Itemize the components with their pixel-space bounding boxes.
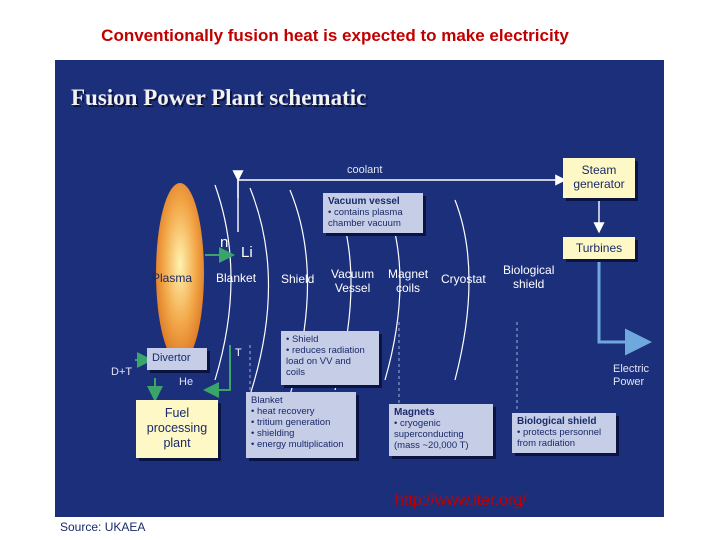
vacuum-vessel-label: Vacuum Vessel bbox=[331, 267, 374, 295]
tritium-label: T bbox=[235, 347, 242, 359]
shield-callout-line: • reduces radiation bbox=[286, 345, 365, 356]
helium-label: He bbox=[179, 376, 194, 388]
plasma-shape bbox=[156, 183, 204, 363]
biological-shield-label-line-2: shield bbox=[513, 277, 545, 291]
shield-callout-line: • Shield bbox=[286, 334, 319, 345]
slide-headline: Conventionally fusion heat is expected t… bbox=[101, 26, 569, 45]
vacuum-vessel-label-line-1: Vacuum bbox=[331, 267, 375, 281]
schematic-title: Fusion Power Plant schematic bbox=[71, 85, 367, 110]
lithium-label: Li bbox=[241, 244, 253, 261]
vacuum-vessel-callout-line: • contains plasma bbox=[328, 207, 403, 218]
vacuum-vessel-callout: Vacuum vessel • contains plasma chamber … bbox=[323, 193, 423, 233]
divertor-box: Divertor bbox=[147, 348, 207, 370]
magnets-callout-title: Magnets bbox=[394, 407, 435, 418]
schematic-drawing bbox=[135, 170, 652, 410]
magnets-callout-line: (mass ~20,000 T) bbox=[394, 440, 469, 451]
coolant-label: coolant bbox=[347, 164, 383, 176]
steam-generator-line-2: generator bbox=[573, 177, 625, 191]
blanket-curve bbox=[214, 184, 232, 381]
fuel-plant-line-1: Fuel bbox=[164, 406, 190, 420]
blanket-callout-line: • heat recovery bbox=[251, 406, 315, 417]
biological-shield-label-line-1: Biological bbox=[503, 263, 555, 277]
steam-generator-box: Steam generator bbox=[563, 158, 635, 198]
steam-generator-line-1: Steam bbox=[581, 163, 617, 177]
shield-callout: • Shield • reduces radiation load on VV … bbox=[281, 331, 379, 385]
vacuum-vessel-callout-line: chamber vacuum bbox=[328, 218, 401, 229]
source-credit: Source: UKAEA bbox=[60, 520, 146, 534]
turbines-box: Turbines bbox=[563, 237, 635, 259]
fuel-plant-line-2: processing bbox=[146, 421, 208, 435]
shield-label: Shield bbox=[281, 272, 315, 286]
biological-shield-callout: Biological shield • protects personnel f… bbox=[512, 413, 616, 453]
shield-callout-line: coils bbox=[286, 367, 306, 378]
tritium-return-line bbox=[203, 345, 231, 398]
plasma-label: Plasma bbox=[152, 271, 193, 285]
biological-shield-label: Biological shield bbox=[503, 263, 554, 291]
electric-power-label: Electric Power bbox=[613, 363, 649, 389]
blanket-callout-line: Blanket bbox=[251, 395, 283, 406]
biological-shield-callout-line: • protects personnel bbox=[517, 427, 602, 438]
electric-power-line bbox=[597, 260, 652, 356]
magnet-coils-label: Magnet coils bbox=[388, 267, 428, 295]
blanket-callout-line: • energy multiplication bbox=[251, 439, 344, 450]
biological-shield-callout-title: Biological shield bbox=[517, 416, 597, 427]
electric-power-label-line-1: Electric bbox=[613, 363, 650, 375]
magnets-callout: Magnets • cryogenic superconducting (mas… bbox=[389, 404, 493, 456]
electric-power-label-line-2: Power bbox=[613, 376, 645, 388]
shield-callout-line: load on VV and bbox=[286, 356, 351, 367]
biological-curve bbox=[454, 199, 470, 381]
vacuum-vessel-label-line-2: Vessel bbox=[334, 281, 371, 295]
schematic-panel: Fusion Power Plant schematic coolant Ste… bbox=[55, 60, 664, 517]
magnets-callout-line: superconducting bbox=[394, 429, 464, 440]
blanket-callout-line: • tritium generation bbox=[251, 417, 331, 428]
neutron-label: n bbox=[220, 234, 229, 251]
dt-label: D+T bbox=[111, 366, 133, 378]
blanket-callout: Blanket • heat recovery • tritium genera… bbox=[246, 392, 356, 458]
magnet-coils-label-line-1: Magnet bbox=[388, 267, 429, 281]
blanket-label: Blanket bbox=[216, 271, 257, 285]
magnets-callout-line: • cryogenic bbox=[394, 418, 441, 429]
biological-shield-callout-line: from radiation bbox=[517, 438, 576, 449]
fuel-processing-plant-box: Fuel processing plant bbox=[136, 400, 218, 458]
blanket-callout-line: • shielding bbox=[251, 428, 295, 439]
shield-curve bbox=[249, 187, 270, 396]
cryostat-label: Cryostat bbox=[441, 272, 486, 286]
vacuum-vessel-callout-title: Vacuum vessel bbox=[328, 196, 400, 207]
magnet-coils-label-line-2: coils bbox=[396, 281, 421, 295]
iter-url-link[interactable]: http://www.iter.org/ bbox=[395, 492, 527, 509]
fuel-plant-line-3: plant bbox=[163, 436, 191, 450]
